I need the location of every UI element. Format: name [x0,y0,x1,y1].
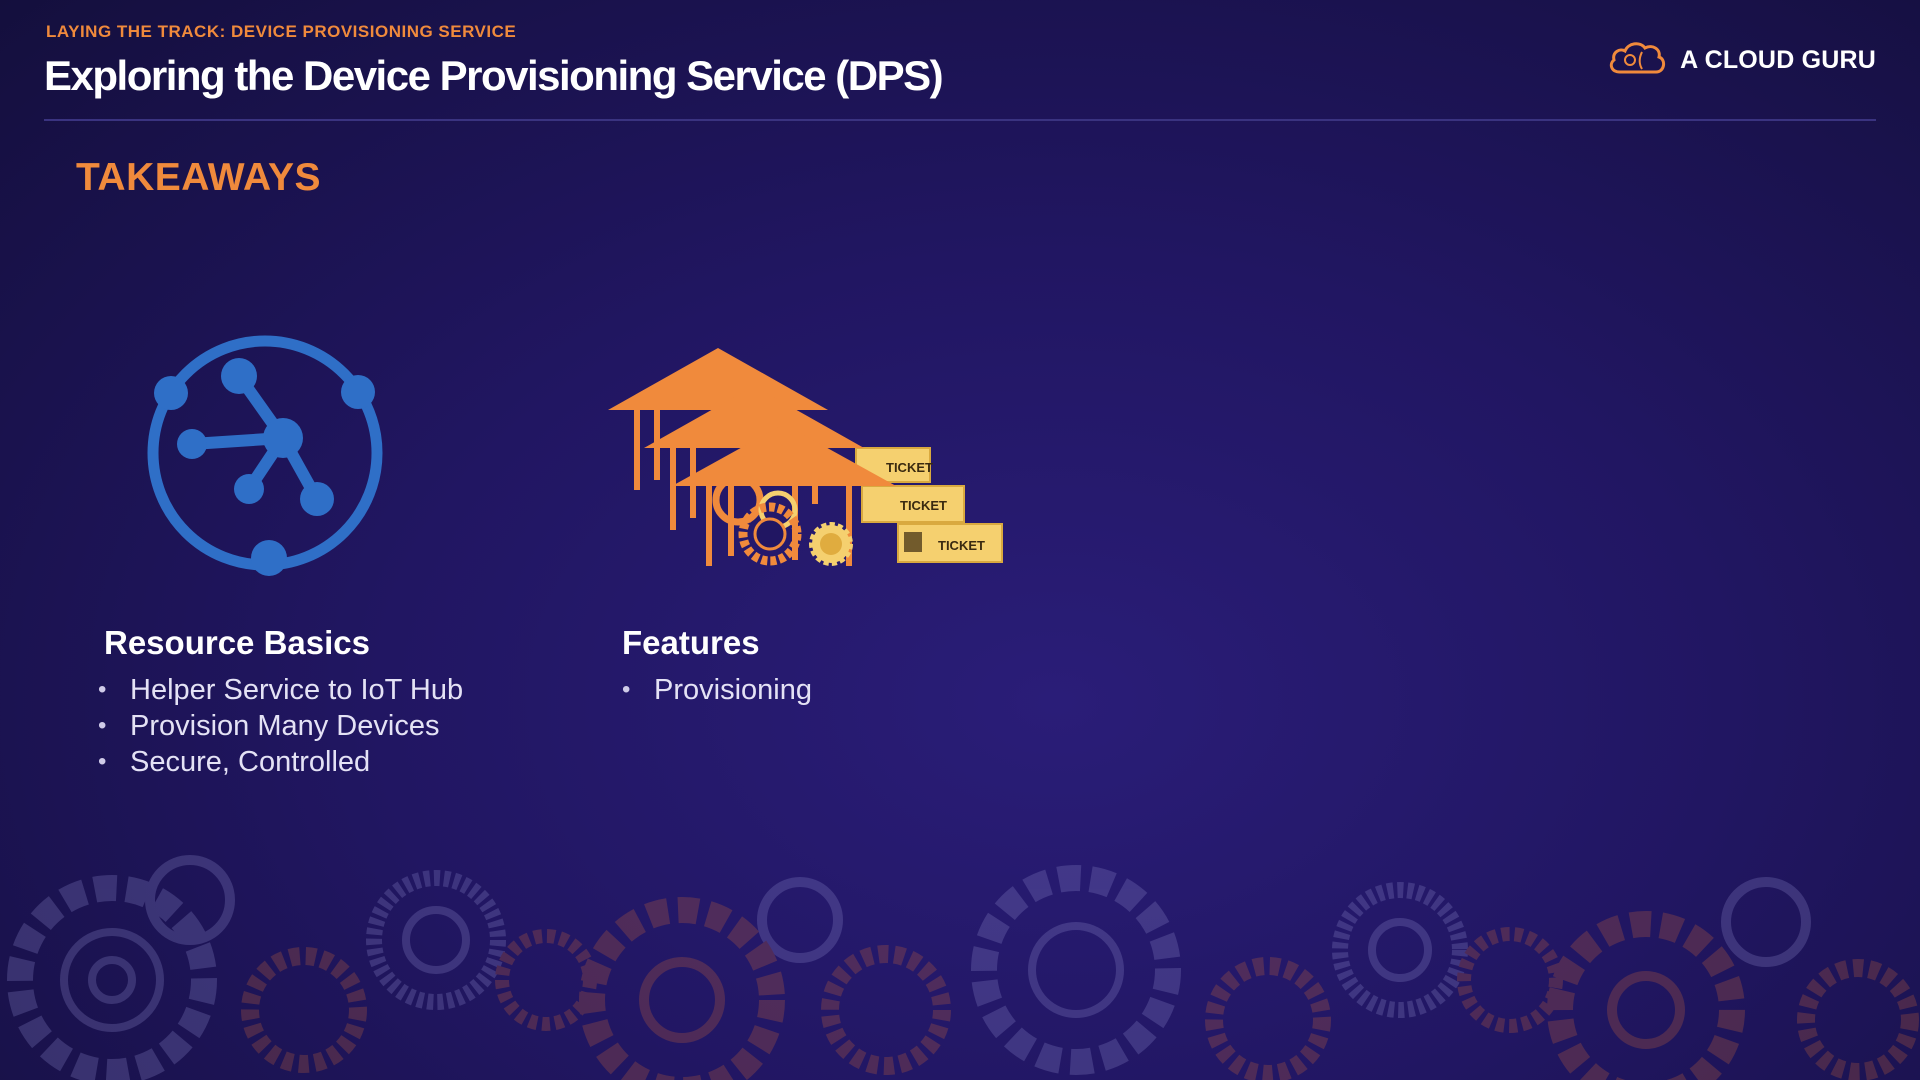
ticket-label: TICKET [886,460,933,475]
cloud-logo-icon [1606,38,1668,83]
header-divider [44,119,1876,121]
hub-network-icon [142,326,392,581]
card-heading: Features [622,624,760,661]
list-item: Helper Service to IoT Hub [98,672,463,708]
slide-eyebrow: LAYING THE TRACK: DEVICE PROVISIONING SE… [46,22,517,41]
list-item: Secure, Controlled [98,744,463,780]
section-title: TAKEAWAYS [76,156,322,199]
list-item: Provisioning [622,672,812,708]
gears-background-icon [7,855,1919,1080]
brand-logo: A CLOUD GURU [1606,38,1876,83]
ticket-label: TICKET [938,538,985,553]
bullet-list: Helper Service to IoT Hub Provision Many… [98,672,463,780]
brand-name: A CLOUD GURU [1680,46,1876,74]
station-tickets-icon: TICKET TICKET TICKET [606,344,1006,579]
ticket-2: TICKET [861,485,965,523]
bullet-list: Provisioning [622,672,812,708]
slide-header: LAYING THE TRACK: DEVICE PROVISIONING SE… [44,22,1876,122]
slide-title: Exploring the Device Provisioning Servic… [44,52,944,99]
ticket-3: TICKET [897,523,1003,563]
ticket-label: TICKET [900,498,947,513]
list-item: Provision Many Devices [98,708,463,744]
card-heading: Resource Basics [104,624,370,661]
